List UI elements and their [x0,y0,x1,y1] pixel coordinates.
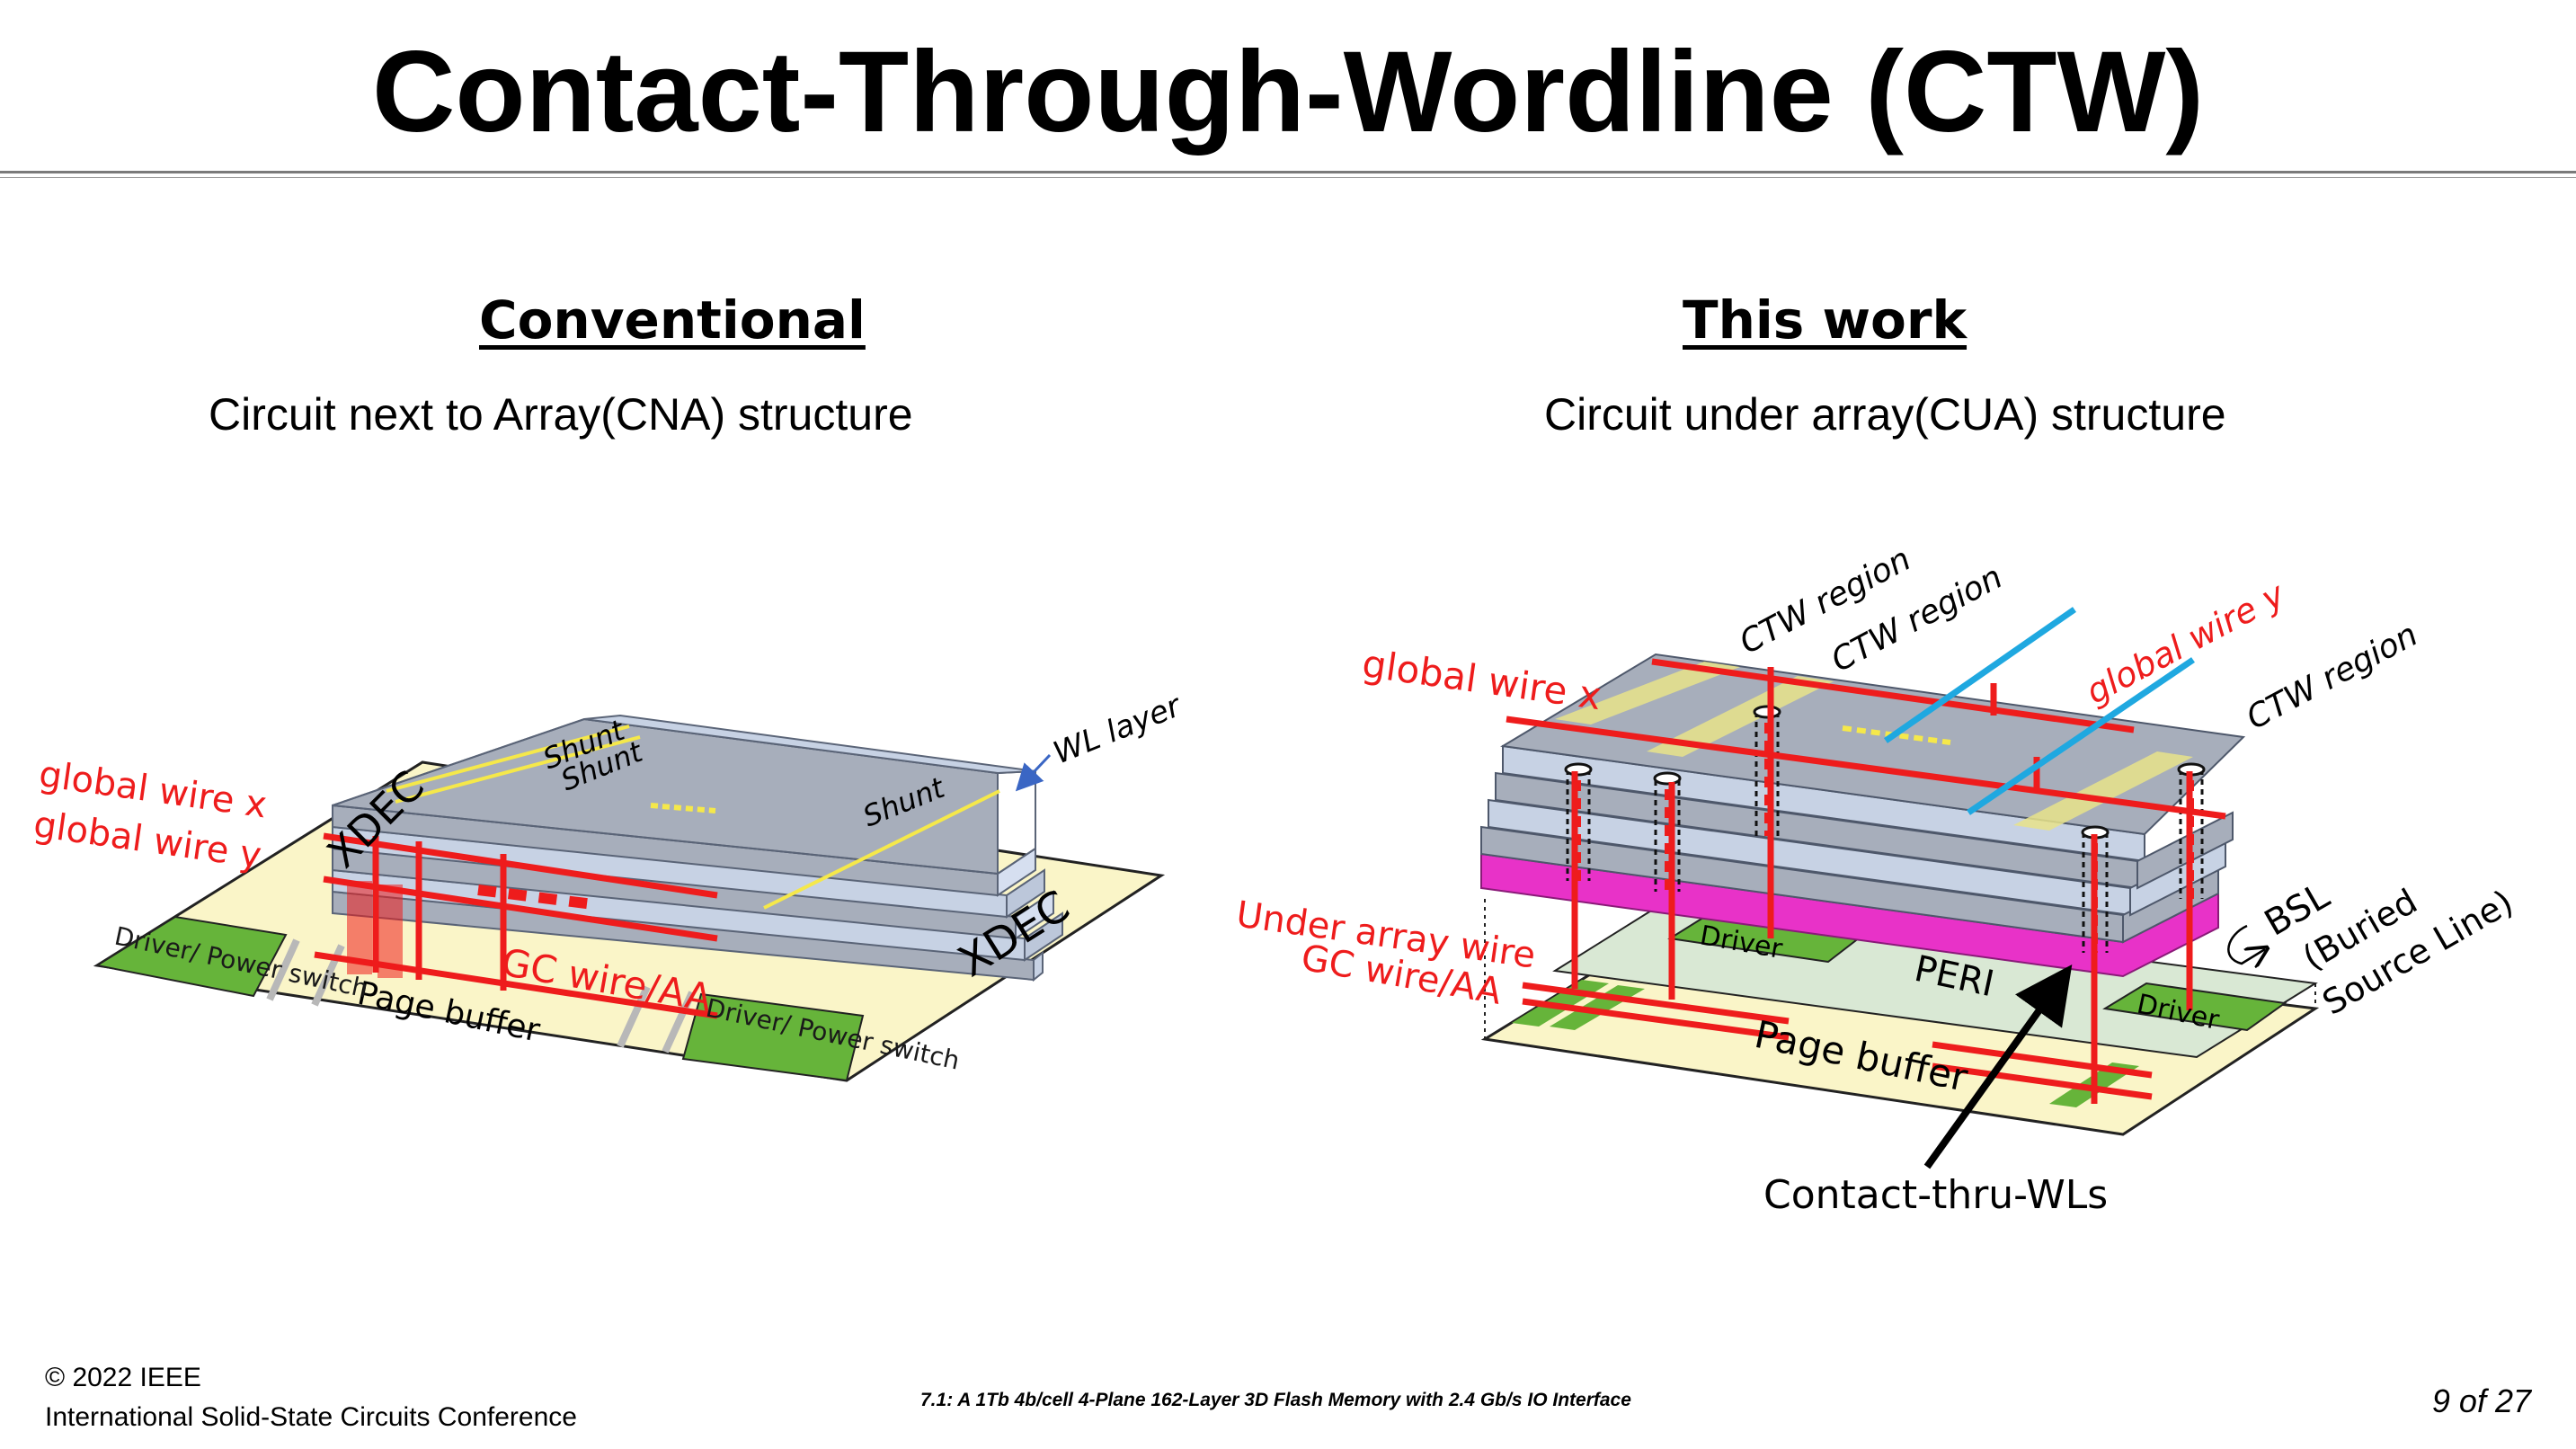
cna-shunt-line-2 [395,735,641,804]
cua-driver-block-2 [2102,982,2287,1032]
left-subtitle: Circuit next to Array(CNA) structure [209,389,913,440]
cua-red-wires [1506,658,2226,1104]
title-divider [0,171,2576,173]
cna-driver-left-block [94,915,288,998]
cua-global-wire-x-label: global wire x [1360,641,1604,718]
cua-diagram: CTW region CTW region CTW region global … [1234,541,2520,1218]
cna-wl-layer-label: WL layer [1048,688,1187,772]
cua-ctw-strip-1 [1555,662,1740,724]
cua-contact-arrow [1923,964,2073,1169]
cua-ctw-vias [1566,712,2204,953]
cna-shunt-line-1 [386,724,630,793]
cua-red-dashed-vias [1576,723,2194,953]
footer-conference: International Solid-State Circuits Confe… [45,1402,577,1432]
footer-paper-title: 7.1: A 1Tb 4b/cell 4-Plane 162-Layer 3D … [920,1390,1631,1410]
footer-copyright: © 2022 IEEE [45,1363,201,1392]
cna-red-via-column-2 [378,885,403,978]
cua-contact-thru-wls-label: Contact-thru-WLs [1763,1172,2108,1218]
cua-ellipsis-dots [1842,725,1951,745]
cua-bsl-arrow [2227,924,2265,964]
right-subtitle: Circuit under array(CUA) structure [1544,389,2226,440]
right-heading: This work [1683,289,1968,351]
page-number: 9 of 27 [2431,1382,2531,1419]
cua-ctw-strip-3 [2013,751,2193,831]
cna-shunt-line-3 [763,789,1000,910]
cna-wl-layer-arrow [1015,753,1052,792]
cua-top-surface [1500,653,2246,836]
cua-ctw-strip-2 [1647,676,1834,757]
cua-global-wire-y-line-2 [1967,657,2195,815]
title-divider-thin [0,177,2576,178]
left-heading: Conventional [479,289,866,351]
cna-red-via-column-1 [347,881,372,974]
cua-ctw-region-label-3: CTW region [2241,617,2424,737]
cua-global-wire-y-line-1 [1884,607,2076,743]
slide-title: Contact-Through-Wordline (CTW) [371,28,2205,156]
cna-red-dash [477,885,594,910]
cua-global-wire-y-label: global wire y [2080,574,2292,712]
cna-driver-right-block [681,992,865,1082]
cna-diagram: global wire x global wire y XDEC XDEC Sh… [31,688,1187,1082]
